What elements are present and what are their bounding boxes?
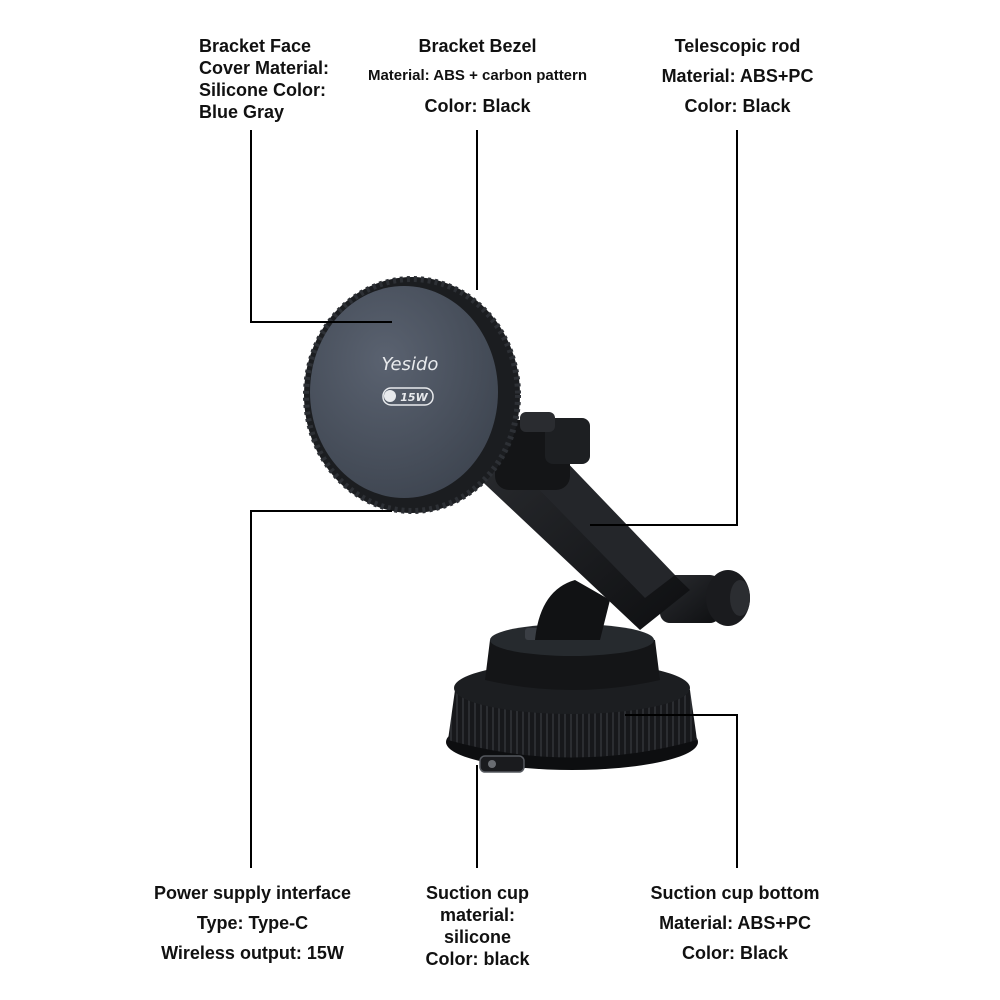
callout-text: Material: ABS+PC [659,913,811,933]
callout-text: Color: Black [684,96,791,116]
callout-title: Telescopic rod [674,36,801,56]
callout-suction-cup-material: Suction cup material: silicone Color: bl… [395,882,560,970]
power-badge-text: 15W [400,391,428,404]
power-badge: 15W [382,387,434,406]
callout-text: Color: Black [424,96,531,116]
callout-suction-cup-bottom: Suction cup bottom Material: ABS+PC Colo… [620,882,850,964]
callout-title: Bracket Bezel [418,36,537,56]
leader-lines [250,130,738,868]
callout-power-supply: Power supply interface Type: Type-C Wire… [130,882,375,964]
base-neck [535,580,610,640]
callout-text: Silicone Color: [199,80,327,100]
callout-text: Material: ABS + carbon pattern [367,67,588,84]
callout-bracket-face: Bracket Face Cover Material: Silicone Co… [199,35,359,123]
bracket-face [303,276,521,514]
callout-text: Material: ABS+PC [661,66,814,86]
callout-text: silicone [443,927,512,947]
callout-title: Power supply interface [153,883,352,903]
callout-text: Color: black [425,949,530,969]
callout-text: Blue Gray [199,102,285,122]
suction-cup-base [446,624,698,770]
callout-telescopic-rod: Telescopic rod Material: ABS+PC Color: B… [625,35,850,117]
callout-text: Type: Type-C [196,913,309,933]
type-c-port [479,755,525,773]
callout-title: Suction cup [426,883,529,903]
callout-text: Cover Material: [199,58,330,78]
callout-bracket-bezel: Bracket Bezel Material: ABS + carbon pat… [355,35,600,117]
callout-title: Suction cup bottom [650,883,820,903]
callout-title: Bracket Face [199,36,312,56]
callout-text: Wireless output: 15W [161,943,344,963]
callout-text: Color: Black [681,943,789,963]
brand-logo: Yesido [382,354,439,375]
callout-text: material: [439,905,516,925]
